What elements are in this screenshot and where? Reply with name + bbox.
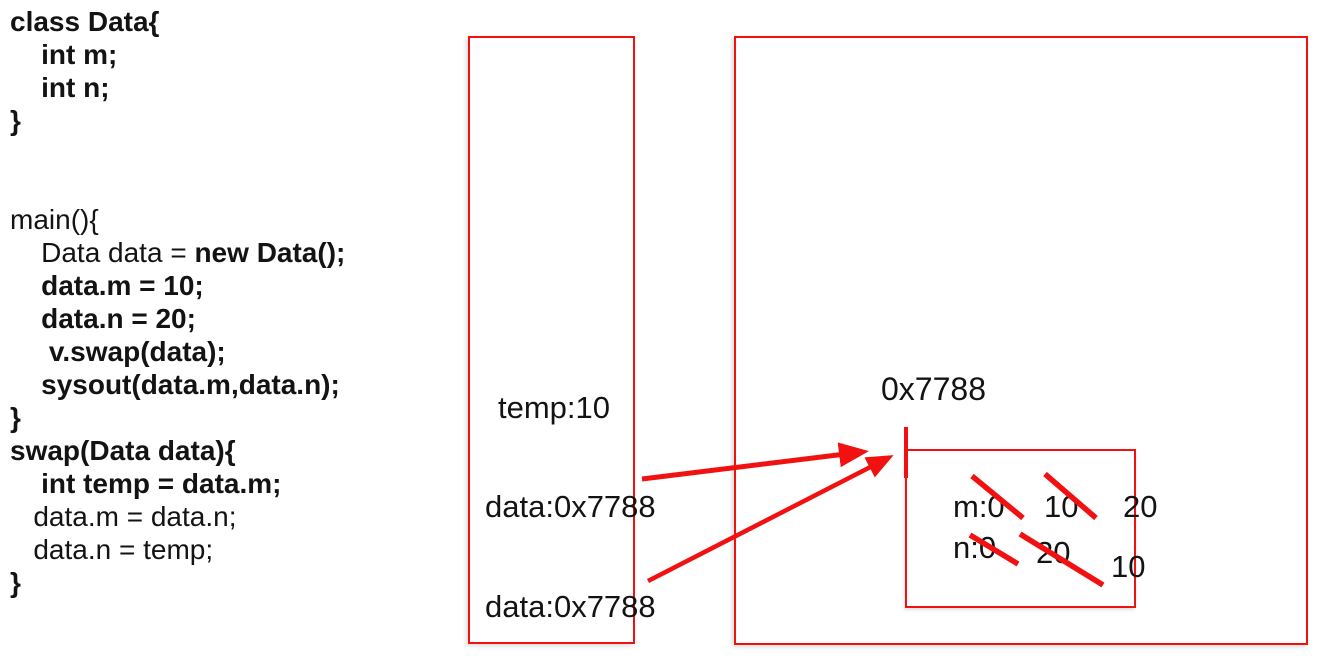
code-block: class Data{ int m; int n;} main(){ Data … — [10, 5, 345, 599]
stack-var-data-swap-frame: data:0x7788 — [485, 489, 656, 524]
object-field-n-final-value: 10 — [1111, 549, 1146, 584]
stack-var-temp: temp:10 — [498, 390, 611, 425]
code-line: } — [10, 567, 21, 598]
code-line: data.n = temp; — [10, 534, 214, 565]
code-line: } — [10, 105, 21, 136]
code-line — [10, 137, 345, 170]
code-line: sysout(data.m,data.n); — [10, 369, 340, 400]
object-field-m-final-value: 20 — [1123, 489, 1158, 524]
code-line: int m; — [10, 39, 118, 70]
code-line: v.swap(data); — [10, 336, 226, 367]
object-field-m-crossed-value: 10 — [1044, 489, 1079, 524]
code-line: swap(Data data){ — [10, 435, 236, 466]
stack-var-data-main-frame: data:0x7788 — [485, 589, 656, 624]
object-field-n-crossed-value: 20 — [1036, 535, 1071, 570]
code-line: data.m = data.n; — [10, 501, 237, 532]
stack-box — [468, 36, 635, 644]
heap-address-label: 0x7788 — [881, 371, 986, 407]
object-field-n-initial: n:0 — [953, 530, 997, 565]
code-line: } — [10, 402, 21, 433]
code-line: class Data{ — [10, 6, 160, 37]
code-line — [10, 170, 345, 203]
heap-box — [734, 36, 1308, 645]
heap-object-box — [905, 449, 1136, 608]
code-line: data.m = 10; — [10, 270, 204, 301]
code-line: int n; — [10, 72, 110, 103]
code-line: data.n = 20; — [10, 303, 196, 334]
code-line: Data data = new Data(); — [10, 237, 346, 268]
object-field-m-initial: m:0 — [953, 489, 1005, 524]
code-line: int temp = data.m; — [10, 468, 282, 499]
code-line: main(){ — [10, 204, 99, 235]
